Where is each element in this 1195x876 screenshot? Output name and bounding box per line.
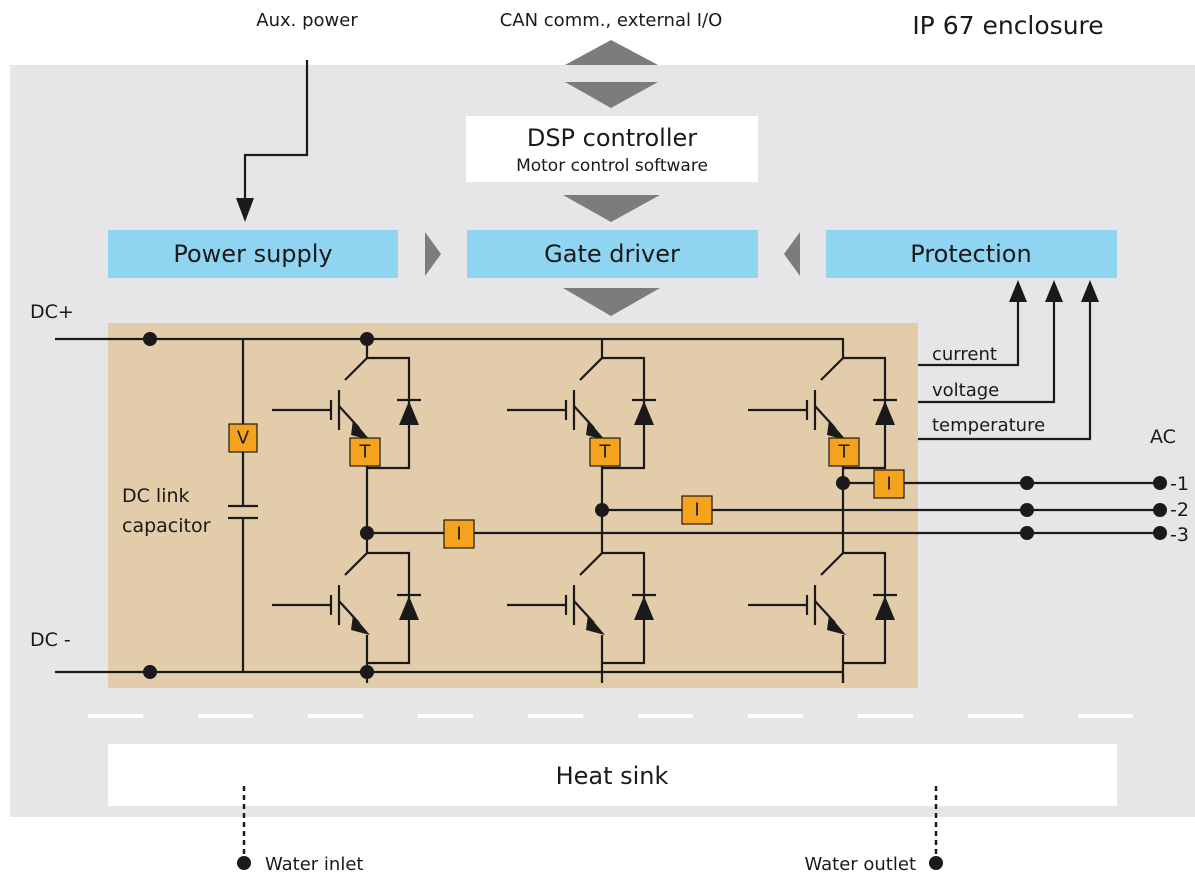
dc-link-label: DC link: [122, 485, 190, 507]
temp-sensor-badge: T: [589, 437, 621, 467]
water-outlet-label: Water outlet: [804, 854, 916, 875]
protection-label: Protection: [910, 240, 1031, 268]
voltage-feedback-line: [918, 300, 1056, 404]
ac-junction: [1020, 526, 1034, 540]
dc-plus-label: DC+: [30, 301, 74, 323]
dc-link-capacitor-label: capacitor: [122, 515, 211, 537]
water-inlet-node: [237, 856, 251, 870]
enclosure-label: IP 67 enclosure: [912, 11, 1103, 40]
voltage-label: voltage: [932, 380, 999, 401]
svg-text:I: I: [694, 500, 699, 521]
heat-sink-block: [108, 744, 1117, 806]
temp-sensor-badge: T: [828, 437, 860, 467]
can-up-arrow: [565, 40, 658, 65]
voltage-feedback-arrowhead: [1045, 280, 1063, 302]
heat-sink-label: Heat sink: [556, 762, 669, 790]
phase-node: [360, 526, 374, 540]
can-down-arrow: [565, 82, 658, 108]
dc-minus-node: [143, 665, 157, 679]
power-supply-label: Power supply: [173, 240, 332, 268]
temperature-feedback-line: [918, 300, 1092, 441]
protection-to-gate-arrow: [784, 232, 800, 276]
phase-node: [595, 503, 609, 517]
svg-text:T: T: [838, 442, 851, 463]
voltage-sensor-badge: V: [228, 423, 258, 453]
current-feedback-arrowhead: [1009, 280, 1027, 302]
svg-text:V: V: [237, 428, 250, 449]
water-outlet-node: [929, 856, 943, 870]
svg-text:I: I: [456, 524, 461, 545]
ac-1-label: -1: [1170, 473, 1189, 495]
svg-text:T: T: [359, 442, 372, 463]
temp-sensor-badge: T: [349, 437, 381, 467]
gate-driver-block: [467, 230, 758, 278]
aux-power-label: Aux. power: [256, 10, 358, 31]
temperature-label: temperature: [932, 415, 1045, 436]
ac-3-label: -3: [1170, 524, 1189, 546]
dsp-controller-box: [466, 116, 758, 182]
ac-terminal: [1153, 503, 1167, 517]
svg-text:T: T: [599, 442, 612, 463]
temperature-feedback-arrowhead: [1081, 280, 1099, 302]
dsp-controller-title: DSP controller: [527, 124, 697, 152]
dc-plus-node: [143, 332, 157, 346]
phase-node: [836, 476, 850, 490]
ac-junction: [1020, 503, 1034, 517]
ac-label: AC: [1150, 426, 1176, 448]
aux-power-line: [243, 60, 309, 200]
water-inlet-label: Water inlet: [265, 854, 363, 875]
dc-minus-label: DC -: [30, 629, 71, 651]
current-feedback-line: [918, 300, 1020, 367]
gate-to-module-arrow: [563, 288, 660, 316]
supply-to-gate-arrow: [425, 232, 441, 276]
current-sensor-badge: I: [443, 519, 475, 549]
current-sensor-badge: I: [873, 469, 905, 499]
current-label: current: [932, 344, 997, 365]
aux-power-arrowhead: [236, 198, 254, 222]
current-sensor-badge: I: [681, 495, 713, 525]
gate-driver-label: Gate driver: [544, 240, 680, 268]
protection-block: [826, 230, 1117, 278]
ac-junction: [1020, 476, 1034, 490]
can-comm-label: CAN comm., external I/O: [500, 10, 723, 31]
svg-text:I: I: [886, 474, 891, 495]
ac-terminal: [1153, 476, 1167, 490]
ac-2-label: -2: [1170, 499, 1189, 521]
dsp-to-gate-arrow: [563, 195, 660, 222]
power-supply-block: [108, 230, 398, 278]
ac-terminal: [1153, 526, 1167, 540]
dsp-controller-subtitle: Motor control software: [516, 156, 708, 176]
